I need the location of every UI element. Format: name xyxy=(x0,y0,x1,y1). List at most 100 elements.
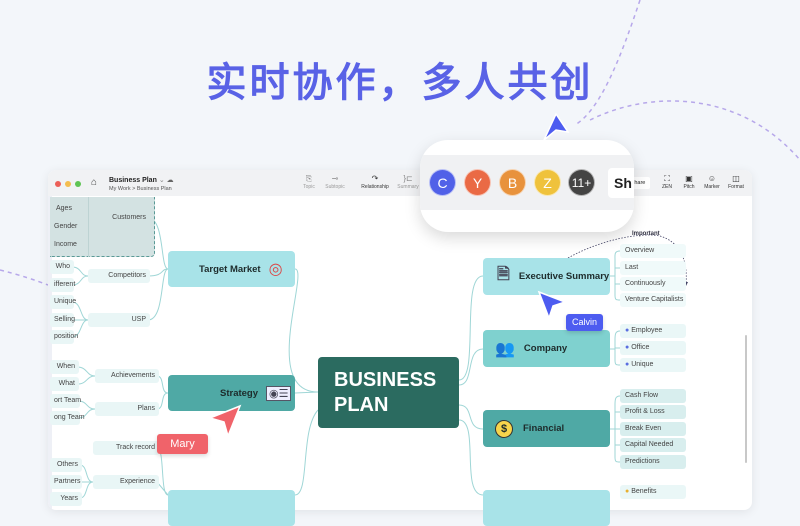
person-icon: ● xyxy=(625,327,630,334)
format-label: Format xyxy=(728,184,744,190)
mary-cursor-icon xyxy=(207,404,242,439)
maximize-button[interactable] xyxy=(75,181,81,187)
plans-topic[interactable]: Plans xyxy=(95,402,159,416)
list-item[interactable]: Income xyxy=(54,241,77,248)
cloud-icon: ☁ xyxy=(166,177,174,184)
summary-button[interactable]: }⊏Summary xyxy=(396,174,420,190)
smiley-icon: ☺ xyxy=(707,174,717,183)
format-button[interactable]: ◫Format xyxy=(726,174,746,190)
format-panel-icon: ◫ xyxy=(732,174,740,183)
list-item[interactable]: Cash Flow xyxy=(620,389,686,403)
target-icon: ◎ xyxy=(268,261,283,278)
more-avatars[interactable]: 11+ xyxy=(568,169,595,196)
relationship-button[interactable]: ↷Relationship xyxy=(358,174,392,190)
list-item[interactable]: Selling xyxy=(50,313,75,327)
close-button[interactable] xyxy=(55,181,61,187)
list-item[interactable]: Who xyxy=(50,260,74,274)
list-item[interactable]: Continuously xyxy=(620,277,686,291)
customers-summary-group[interactable] xyxy=(50,197,155,257)
subtopic-icon: ⊸ xyxy=(331,174,339,183)
relationship-label: Relationship xyxy=(361,184,389,190)
mindmap-connectors xyxy=(71,217,688,499)
zen-button[interactable]: ⛶ZEN xyxy=(658,174,676,190)
bottom-right-node[interactable] xyxy=(483,490,610,526)
competitors-topic[interactable]: Competitors xyxy=(88,269,150,283)
dollar-coin-icon: $ xyxy=(495,419,513,438)
usp-topic[interactable]: USP xyxy=(88,313,150,327)
list-item[interactable]: Years xyxy=(50,492,82,506)
pitch-button[interactable]: ▣Pitch xyxy=(680,174,698,190)
home-icon[interactable]: ⌂ xyxy=(91,177,98,188)
breadcrumb-business-plan[interactable]: Business Plan xyxy=(136,186,172,192)
list-item[interactable]: ifferent xyxy=(50,278,75,292)
avatar[interactable]: Y xyxy=(464,169,491,196)
subtopic-button[interactable]: ⊸Subtopic xyxy=(322,174,348,190)
team-node[interactable] xyxy=(168,490,295,526)
breadcrumb-my-work[interactable]: My Work xyxy=(109,186,131,192)
track-record-topic[interactable]: Track record xyxy=(93,441,159,455)
meeting-icon: 👥 xyxy=(495,340,515,358)
list-item[interactable]: Partners xyxy=(50,475,82,489)
marker-button[interactable]: ☺Marker xyxy=(702,174,722,190)
customers-topic[interactable]: Customers xyxy=(112,214,146,221)
list-item[interactable]: Venture Capitalists xyxy=(620,293,686,307)
financial-node[interactable]: $ Financial xyxy=(483,410,610,447)
office-icon: ● xyxy=(625,344,630,351)
list-item[interactable]: ort Team xyxy=(50,394,81,408)
list-item[interactable]: Ages xyxy=(56,205,72,212)
list-item[interactable]: Overview xyxy=(620,244,686,258)
avatar[interactable]: Z xyxy=(534,169,561,196)
target-market-label: Target Market xyxy=(199,263,261,275)
cursor-arrow-icon xyxy=(543,112,570,141)
subtopic-label: Subtopic xyxy=(325,184,345,190)
list-item[interactable]: Profit & Loss xyxy=(620,405,686,419)
achievements-topic[interactable]: Achievements xyxy=(95,369,159,383)
list-item[interactable]: What xyxy=(50,377,79,391)
relationship-label[interactable]: Important xyxy=(632,231,660,237)
list-item[interactable]: Others xyxy=(50,458,82,472)
financial-label: Financial xyxy=(523,423,565,434)
avatar[interactable]: C xyxy=(429,169,456,196)
central-line-1: BUSINESS xyxy=(334,369,437,391)
minimize-button[interactable] xyxy=(65,181,71,187)
list-item[interactable]: Last xyxy=(620,261,686,275)
list-item[interactable]: ● Employee xyxy=(620,324,686,338)
office-label: Office xyxy=(631,344,650,351)
list-item[interactable]: ong Team xyxy=(50,411,85,425)
summary-label: Summary xyxy=(397,184,419,190)
breadcrumb-sep: > xyxy=(132,186,136,192)
title-bar: ⌂ Business Plan ⌄ ☁ My Work > Business P… xyxy=(48,170,752,196)
doc-title[interactable]: Business Plan ⌄ ☁ xyxy=(109,176,174,184)
list-item[interactable]: position xyxy=(50,330,78,344)
relationship-line[interactable] xyxy=(567,234,687,285)
company-node[interactable]: 👥 Company xyxy=(483,330,610,367)
company-label: Company xyxy=(523,343,568,354)
executive-summary-node[interactable]: 🗎Executive Summary xyxy=(483,258,610,295)
mary-cursor-label: Mary xyxy=(157,434,208,454)
list-item[interactable]: Unique xyxy=(50,295,76,309)
presentation-board-icon: ◉☰ xyxy=(266,385,292,401)
list-item[interactable]: Predictions xyxy=(620,455,686,469)
chevron-down-icon: ⌄ xyxy=(158,177,165,184)
topic-button[interactable]: ⎘Topic xyxy=(300,174,318,190)
list-item[interactable]: Break Even xyxy=(620,422,686,436)
left-edge xyxy=(48,196,52,510)
hero-title: 实时协作，多人共创 xyxy=(206,60,594,106)
list-item[interactable]: ● Benefits xyxy=(620,485,686,499)
list-item[interactable]: When xyxy=(50,360,79,374)
experience-topic[interactable]: Experience xyxy=(93,475,159,489)
benefits-label: Benefits xyxy=(631,488,657,495)
strategy-node[interactable]: Strategy ◉☰ xyxy=(168,375,295,411)
list-item[interactable]: Gender xyxy=(54,223,78,230)
list-item[interactable]: Capital Needed xyxy=(620,438,686,452)
list-item[interactable]: ● Office xyxy=(620,341,686,355)
strategy-label: Strategy xyxy=(220,387,259,399)
zen-label: ZEN xyxy=(662,184,672,190)
target-market-node[interactable]: Target Market ◎ xyxy=(168,251,295,287)
list-item[interactable]: ● Unique xyxy=(620,358,686,372)
executive-summary-label: Executive Summary xyxy=(518,271,610,282)
avatar[interactable]: B xyxy=(499,169,526,196)
share-button-zoomed[interactable]: Sh xyxy=(608,168,634,198)
vertical-scrollbar[interactable] xyxy=(745,335,747,463)
